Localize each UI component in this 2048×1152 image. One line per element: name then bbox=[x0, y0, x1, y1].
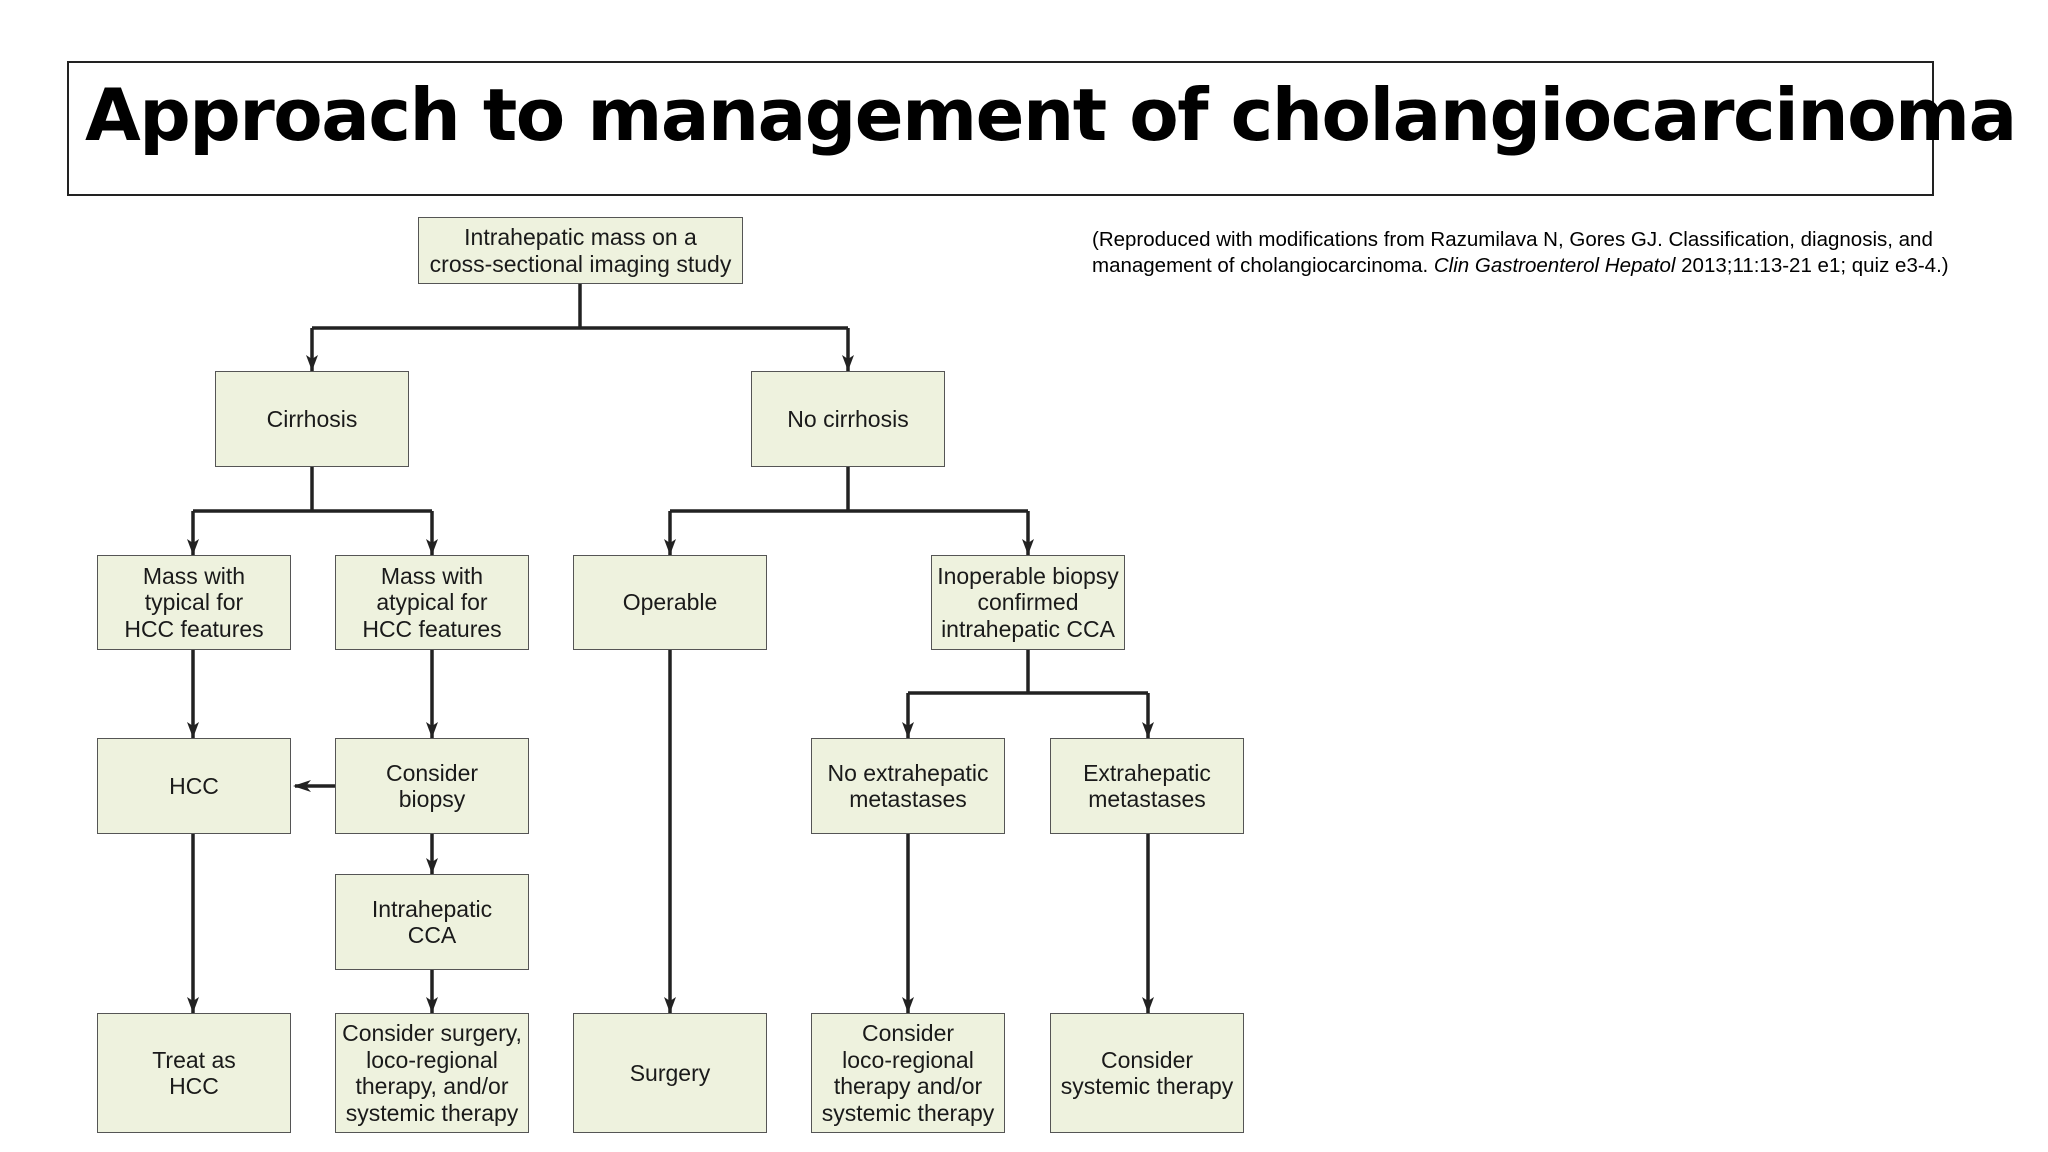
node-root-label: Intrahepatic mass on a cross-sectional i… bbox=[429, 224, 732, 277]
node-consider-systemic-label: Consider systemic therapy bbox=[1060, 1046, 1234, 1100]
node-cirrhosis: Cirrhosis bbox=[215, 371, 409, 467]
node-hcc-label: HCC bbox=[169, 772, 219, 799]
title-box: Approach to management of cholangiocarci… bbox=[67, 61, 2017, 196]
node-cirrhosis-label: Cirrhosis bbox=[266, 405, 358, 432]
node-treat-hcc: Treat as HCC bbox=[97, 1013, 291, 1133]
node-atypical-hcc-label: Mass with atypical for HCC features bbox=[362, 562, 502, 642]
node-consider-surgery: Consider surgery, loco-regional therapy,… bbox=[335, 1013, 529, 1133]
node-operable-label: Operable bbox=[622, 589, 718, 616]
node-inoperable: Inoperable biopsy confirmed intrahepatic… bbox=[931, 555, 1125, 650]
node-typical-hcc-label: Mass with typical for HCC features bbox=[124, 562, 264, 642]
slide-title: Approach to management of cholangiocarci… bbox=[85, 73, 2017, 157]
citation-line-1: (Reproduced with modifications from Razu… bbox=[1092, 228, 1933, 251]
node-hcc: HCC bbox=[97, 738, 291, 834]
citation-text: management of cholangiocarcinoma. bbox=[1092, 254, 1434, 277]
node-no-extrahepatic-label: No extrahepatic metastases bbox=[827, 759, 989, 813]
arrowhead-hcc bbox=[187, 722, 199, 738]
arrowheads bbox=[187, 355, 1154, 1013]
arrowhead-extrahepatic bbox=[1142, 722, 1154, 738]
node-no-cirrhosis-label: No cirrhosis bbox=[787, 405, 909, 432]
node-surgery: Surgery bbox=[573, 1013, 767, 1133]
arrowhead-biopsy-to-hcc bbox=[293, 780, 311, 792]
node-extrahepatic-label: Extrahepatic metastases bbox=[1083, 759, 1211, 813]
node-atypical-hcc: Mass with atypical for HCC features bbox=[335, 555, 529, 650]
node-typical-hcc: Mass with typical for HCC features bbox=[97, 555, 291, 650]
citation-reference: 2013;11:13-21 e1; quiz e3-4.) bbox=[1675, 254, 1949, 277]
node-consider-locoregional-label: Consider loco-regional therapy and/or sy… bbox=[821, 1020, 995, 1126]
node-consider-surgery-label: Consider surgery, loco-regional therapy,… bbox=[342, 1020, 522, 1126]
arrowhead-consider-biopsy bbox=[426, 722, 438, 738]
arrowhead-atypical-hcc bbox=[426, 539, 438, 555]
arrowhead-consider-systemic bbox=[1142, 997, 1154, 1013]
arrowhead-consider-locoregional bbox=[902, 997, 914, 1013]
arrowhead-treat-hcc bbox=[187, 997, 199, 1013]
arrowhead-typical-hcc bbox=[187, 539, 199, 555]
node-operable: Operable bbox=[573, 555, 767, 650]
node-root: Intrahepatic mass on a cross-sectional i… bbox=[418, 217, 743, 284]
citation-journal: Clin Gastroenterol Hepatol bbox=[1433, 254, 1676, 277]
node-extrahepatic: Extrahepatic metastases bbox=[1050, 738, 1244, 834]
node-consider-biopsy-label: Consider biopsy bbox=[385, 759, 479, 813]
arrowhead-inoperable bbox=[1022, 539, 1034, 555]
citation-line-2: management of cholangiocarcinoma. Clin G… bbox=[1092, 253, 2022, 279]
arrowhead-consider-surgery bbox=[426, 997, 438, 1013]
node-consider-locoregional: Consider loco-regional therapy and/or sy… bbox=[811, 1013, 1005, 1133]
arrowhead-cirrhosis bbox=[306, 355, 318, 371]
node-no-extrahepatic: No extrahepatic metastases bbox=[811, 738, 1005, 834]
arrowhead-intrahepatic-cca bbox=[426, 858, 438, 874]
node-consider-systemic: Consider systemic therapy bbox=[1050, 1013, 1244, 1133]
node-no-cirrhosis: No cirrhosis bbox=[751, 371, 945, 467]
node-consider-biopsy: Consider biopsy bbox=[335, 738, 529, 834]
node-treat-hcc-label: Treat as HCC bbox=[152, 1046, 236, 1100]
arrowhead-no-extrahepatic bbox=[902, 722, 914, 738]
node-surgery-label: Surgery bbox=[629, 1059, 711, 1086]
arrowhead-no-cirrhosis bbox=[842, 355, 854, 371]
node-intrahepatic-cca: Intrahepatic CCA bbox=[335, 874, 529, 970]
node-intrahepatic-cca-label: Intrahepatic CCA bbox=[371, 895, 493, 949]
arrowhead-operable bbox=[664, 539, 676, 555]
node-inoperable-label: Inoperable biopsy confirmed intrahepatic… bbox=[937, 562, 1119, 642]
arrowhead-surgery bbox=[664, 997, 676, 1013]
citation: (Reproduced with modifications from Razu… bbox=[1092, 227, 2022, 279]
